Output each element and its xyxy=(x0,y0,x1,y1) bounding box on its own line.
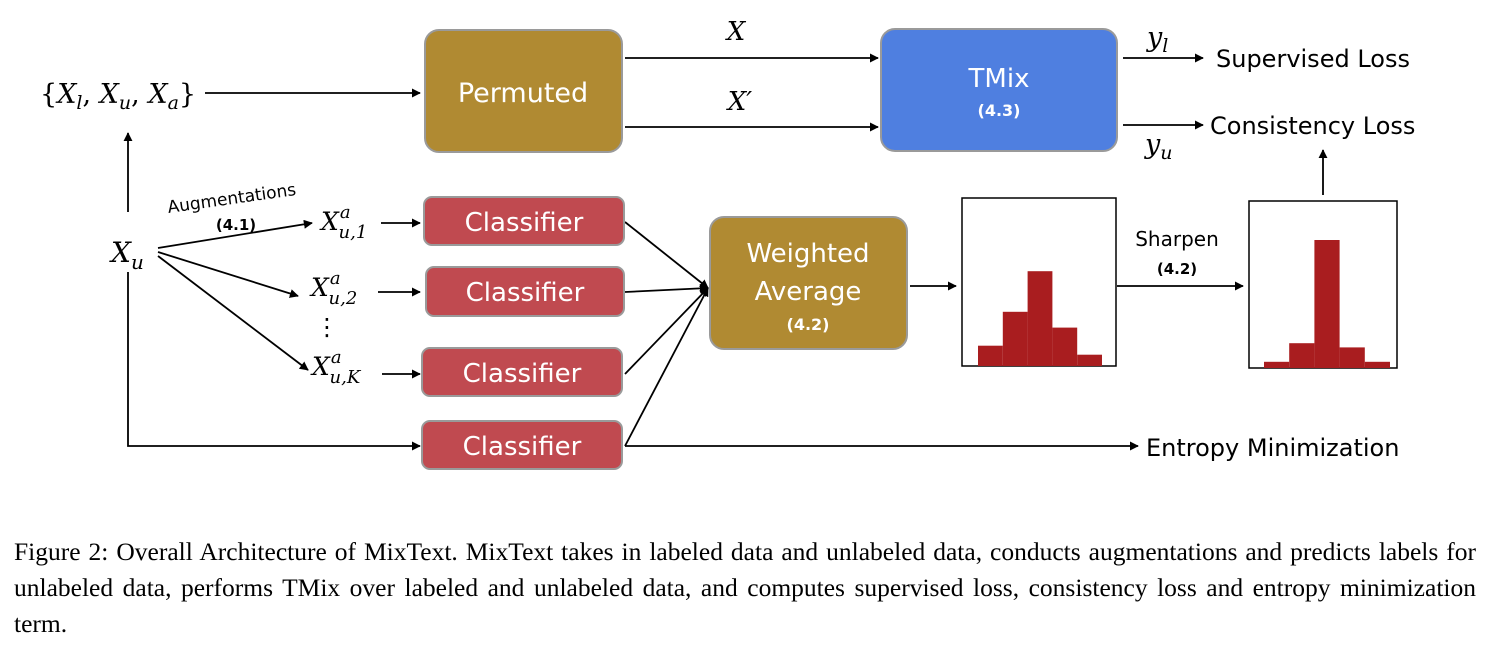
tmix-box-rect xyxy=(880,28,1118,152)
classifier-box-4: Classifier xyxy=(421,420,623,470)
arrow-xu-to-classifier-4 xyxy=(127,272,421,451)
edge-label-y-l: yl xyxy=(1146,22,1168,57)
tmix-label: TMix xyxy=(968,64,1030,94)
classifier-label-4: Classifier xyxy=(463,432,582,462)
classifier-label-2: Classifier xyxy=(466,278,585,308)
histogram-after-bar-5 xyxy=(1364,361,1390,368)
permuted-box-rect xyxy=(424,29,623,153)
weighted-ref: (4.2) xyxy=(787,315,830,334)
input-set-label: {Xl, Xu, Xa} xyxy=(40,79,196,114)
mixtext-architecture-diagram: Permuted TMix (4.3) Classifier Classifie… xyxy=(40,17,1415,470)
arrow-classifier2-to-average xyxy=(624,283,709,293)
classifier-box-3: Classifier xyxy=(421,347,623,397)
arrow-classifier4-to-average xyxy=(624,287,709,447)
weighted-label-line2: Average xyxy=(755,277,862,307)
figure-caption: Figure 2: Overall Architecture of MixTex… xyxy=(14,537,1476,638)
classifier-box-2-rect xyxy=(425,266,625,317)
xu-label: Xu xyxy=(109,236,144,274)
permuted-label: Permuted xyxy=(458,78,588,109)
arrow-xu-to-aug1 xyxy=(157,219,313,249)
arrow-xu-to-augK xyxy=(157,255,309,371)
edge-label-x: X xyxy=(725,17,747,47)
histogram-before-bar-4 xyxy=(1052,327,1078,366)
sharpen-label: Sharpen xyxy=(1135,227,1219,251)
permuted-box: Permuted xyxy=(424,29,623,153)
consistency-loss-label: Consistency Loss xyxy=(1210,112,1415,140)
augmentations-ref: (4.1) xyxy=(216,216,256,234)
augmentations-annotation: Augmentations xyxy=(166,180,297,218)
classifier-label-3: Classifier xyxy=(463,359,582,389)
classifier-box-3-rect xyxy=(421,347,623,397)
entropy-minimization-label: Entropy Minimization xyxy=(1146,434,1399,462)
tmix-ref: (4.3) xyxy=(978,101,1021,120)
connectors xyxy=(123,53,1328,451)
arrow-xu-to-aug2 xyxy=(157,251,299,298)
histogram-after-bar-4 xyxy=(1339,347,1365,368)
sharpen-ref: (4.2) xyxy=(1157,260,1197,278)
weighted-average-rect xyxy=(709,216,908,350)
edge-label-y-u: yu xyxy=(1144,129,1173,164)
histogram-after-bar-1 xyxy=(1264,361,1290,368)
vertical-ellipsis: ⋮ xyxy=(315,313,339,341)
histogram-after-bar-2 xyxy=(1289,343,1315,368)
histogram-before xyxy=(961,197,1117,367)
histogram-before-bar-5 xyxy=(1077,354,1102,366)
histogram-before-bar-1 xyxy=(978,345,1003,366)
weighted-average-box: Weighted Average (4.2) xyxy=(709,216,908,350)
histogram-before-bar-2 xyxy=(1002,311,1028,366)
histogram-after xyxy=(1248,200,1398,369)
classifier-box-2: Classifier xyxy=(425,266,625,317)
tmix-box: TMix (4.3) xyxy=(880,28,1118,152)
classifier-box-1-rect xyxy=(423,196,625,246)
arrow-classifier1-to-average xyxy=(624,221,709,289)
weighted-label-line1: Weighted xyxy=(746,239,869,269)
edge-label-x-prime: X′ xyxy=(726,87,753,117)
histogram-after-bar-3 xyxy=(1314,240,1340,368)
classifier-box-4-rect xyxy=(421,420,623,470)
classifier-label-1: Classifier xyxy=(465,208,584,238)
supervised-loss-label: Supervised Loss xyxy=(1216,45,1410,73)
arrow-classifier3-to-average xyxy=(624,287,709,375)
histogram-before-bar-3 xyxy=(1027,271,1053,366)
augmentations-label: Augmentations xyxy=(166,180,297,218)
classifier-box-1: Classifier xyxy=(423,196,625,246)
